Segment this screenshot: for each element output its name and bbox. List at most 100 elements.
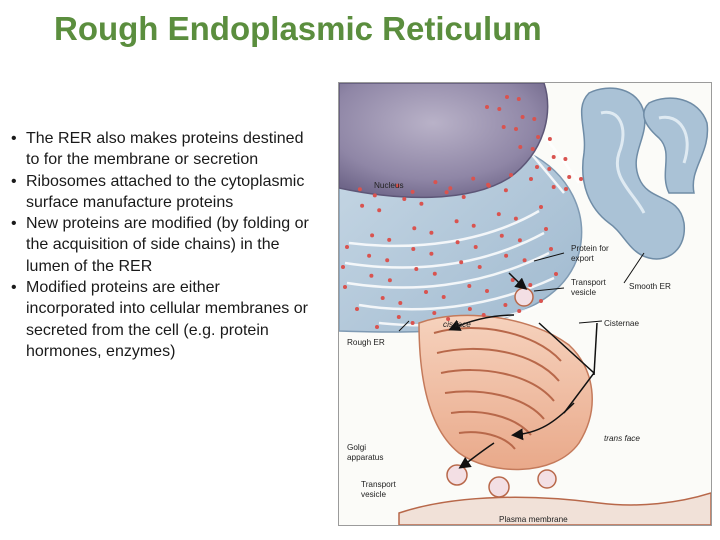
label-vesicle-2: vesicle xyxy=(361,490,386,499)
ribosome-dot xyxy=(551,185,556,189)
ribosome-dot xyxy=(510,278,515,282)
ribosomes xyxy=(341,95,583,329)
ribosome-dot xyxy=(547,167,552,171)
slide-title: Rough Endoplasmic Reticulum xyxy=(54,10,542,47)
ribosome-dot xyxy=(432,311,437,315)
ribosome-dot xyxy=(471,176,476,181)
ribosome-dot xyxy=(532,117,537,121)
ribosome-dot xyxy=(514,127,518,131)
ribosome-dot xyxy=(461,195,466,199)
ribosome-dot xyxy=(530,147,535,151)
ribosome-dot xyxy=(528,283,533,287)
ribosome-dot xyxy=(387,278,392,283)
ribosome-dot xyxy=(518,145,523,149)
ribosome-dot xyxy=(554,272,558,276)
ribosome-dot xyxy=(424,290,428,294)
label-plasma-membrane: Plasma membrane xyxy=(499,515,568,524)
er-golgi-illustration: Nucleus Protein for export Transport ves… xyxy=(338,82,712,526)
smooth-er xyxy=(580,87,709,260)
ribosome-dot xyxy=(444,190,449,195)
label-nucleus: Nucleus xyxy=(374,181,404,190)
ribosome-dot xyxy=(509,173,513,177)
ribosome-dot xyxy=(473,245,478,249)
golgi-apparatus xyxy=(418,314,593,471)
ribosome-dot xyxy=(567,175,572,179)
label-transport-2: Transport xyxy=(361,480,396,489)
label-vesicle: vesicle xyxy=(571,288,596,297)
label-cis-face: cis face xyxy=(443,320,471,329)
bullet-list: The RER also makes proteins destined to … xyxy=(10,128,310,362)
ribosome-dot xyxy=(513,216,518,221)
ribosome-dot xyxy=(535,165,539,169)
label-golgi: Golgi xyxy=(347,443,366,452)
ribosome-dot xyxy=(496,212,501,217)
ribosome-dot xyxy=(398,301,403,305)
label-transport: Transport xyxy=(571,278,606,287)
ribosome-dot xyxy=(516,97,521,101)
ribosome-dot xyxy=(459,260,464,265)
bullet-item: The RER also makes proteins destined to … xyxy=(10,128,310,171)
ribosome-dot xyxy=(497,107,502,111)
ribosome-dot xyxy=(345,245,349,249)
ribosome-dot xyxy=(486,182,491,187)
ribosome-dot xyxy=(377,208,382,213)
ribosome-dot xyxy=(467,284,472,288)
ribosome-dot xyxy=(517,309,522,313)
ribosome-dot xyxy=(385,258,390,263)
bullet-item: Ribosomes attached to the cytoplasmic su… xyxy=(10,171,310,214)
ribosome-dot xyxy=(477,265,482,269)
ribosome-dot xyxy=(410,189,415,194)
pathway-arrows xyxy=(448,272,575,469)
ribosome-dot xyxy=(481,313,486,317)
ribosome-dot xyxy=(411,247,416,251)
ribosome-dot xyxy=(419,201,424,206)
ribosome-dot xyxy=(395,183,400,188)
ribosome-dot xyxy=(360,203,365,208)
bullet-item: Modified proteins are either incorporate… xyxy=(10,277,310,362)
ribosome-dot xyxy=(410,321,415,325)
ribosome-dot xyxy=(551,155,556,159)
ribosome-dot xyxy=(372,193,377,198)
ribosome-dot xyxy=(367,253,372,258)
label-protein-for: Protein for xyxy=(571,244,609,253)
ribosome-dot xyxy=(402,197,407,201)
nucleus xyxy=(339,83,549,199)
label-smooth-er: Smooth ER xyxy=(629,282,671,291)
ribosome-dot xyxy=(429,251,434,256)
ribosome-dot xyxy=(454,219,459,224)
bullet-item: New proteins are modified (by folding or… xyxy=(10,213,310,277)
ribosome-dot xyxy=(414,267,419,271)
ribosome-dot xyxy=(547,137,552,141)
ribosome-dot xyxy=(429,230,434,235)
ribosome-dot xyxy=(448,186,453,191)
ribosome-dot xyxy=(433,180,438,185)
ribosome-dot xyxy=(412,226,417,231)
ribosome-dot xyxy=(485,289,489,293)
ribosome-dot xyxy=(529,177,533,181)
plasma-membrane xyxy=(398,492,711,525)
ribosome-dot xyxy=(539,299,543,303)
label-cisternae: Cisternae xyxy=(604,319,639,328)
ribosome-dot xyxy=(467,307,472,311)
label-apparatus: apparatus xyxy=(347,453,383,462)
ribosome-dot xyxy=(539,205,543,209)
ribosome-dot xyxy=(343,285,347,289)
ribosome-dot xyxy=(380,296,385,300)
ribosome-dot xyxy=(355,307,359,311)
ribosome-dot xyxy=(505,95,509,99)
ribosome-dot xyxy=(503,303,508,307)
ribosome-dot xyxy=(357,187,362,192)
ribosome-dot xyxy=(485,105,489,109)
ribosome-dot xyxy=(501,125,506,129)
ribosome-dot xyxy=(455,240,460,245)
ribosome-dot xyxy=(396,315,401,319)
illustration-svg: Nucleus Protein for export Transport ves… xyxy=(339,83,711,525)
ribosome-dot xyxy=(387,237,392,242)
label-rough-er: Rough ER xyxy=(347,338,385,347)
ribosome-dot xyxy=(432,271,437,276)
ribosome-dot xyxy=(503,188,508,193)
ribosome-dot xyxy=(441,295,446,299)
label-export: export xyxy=(571,254,594,263)
ribosome-dot xyxy=(522,258,527,263)
ribosome-dot xyxy=(549,247,553,251)
